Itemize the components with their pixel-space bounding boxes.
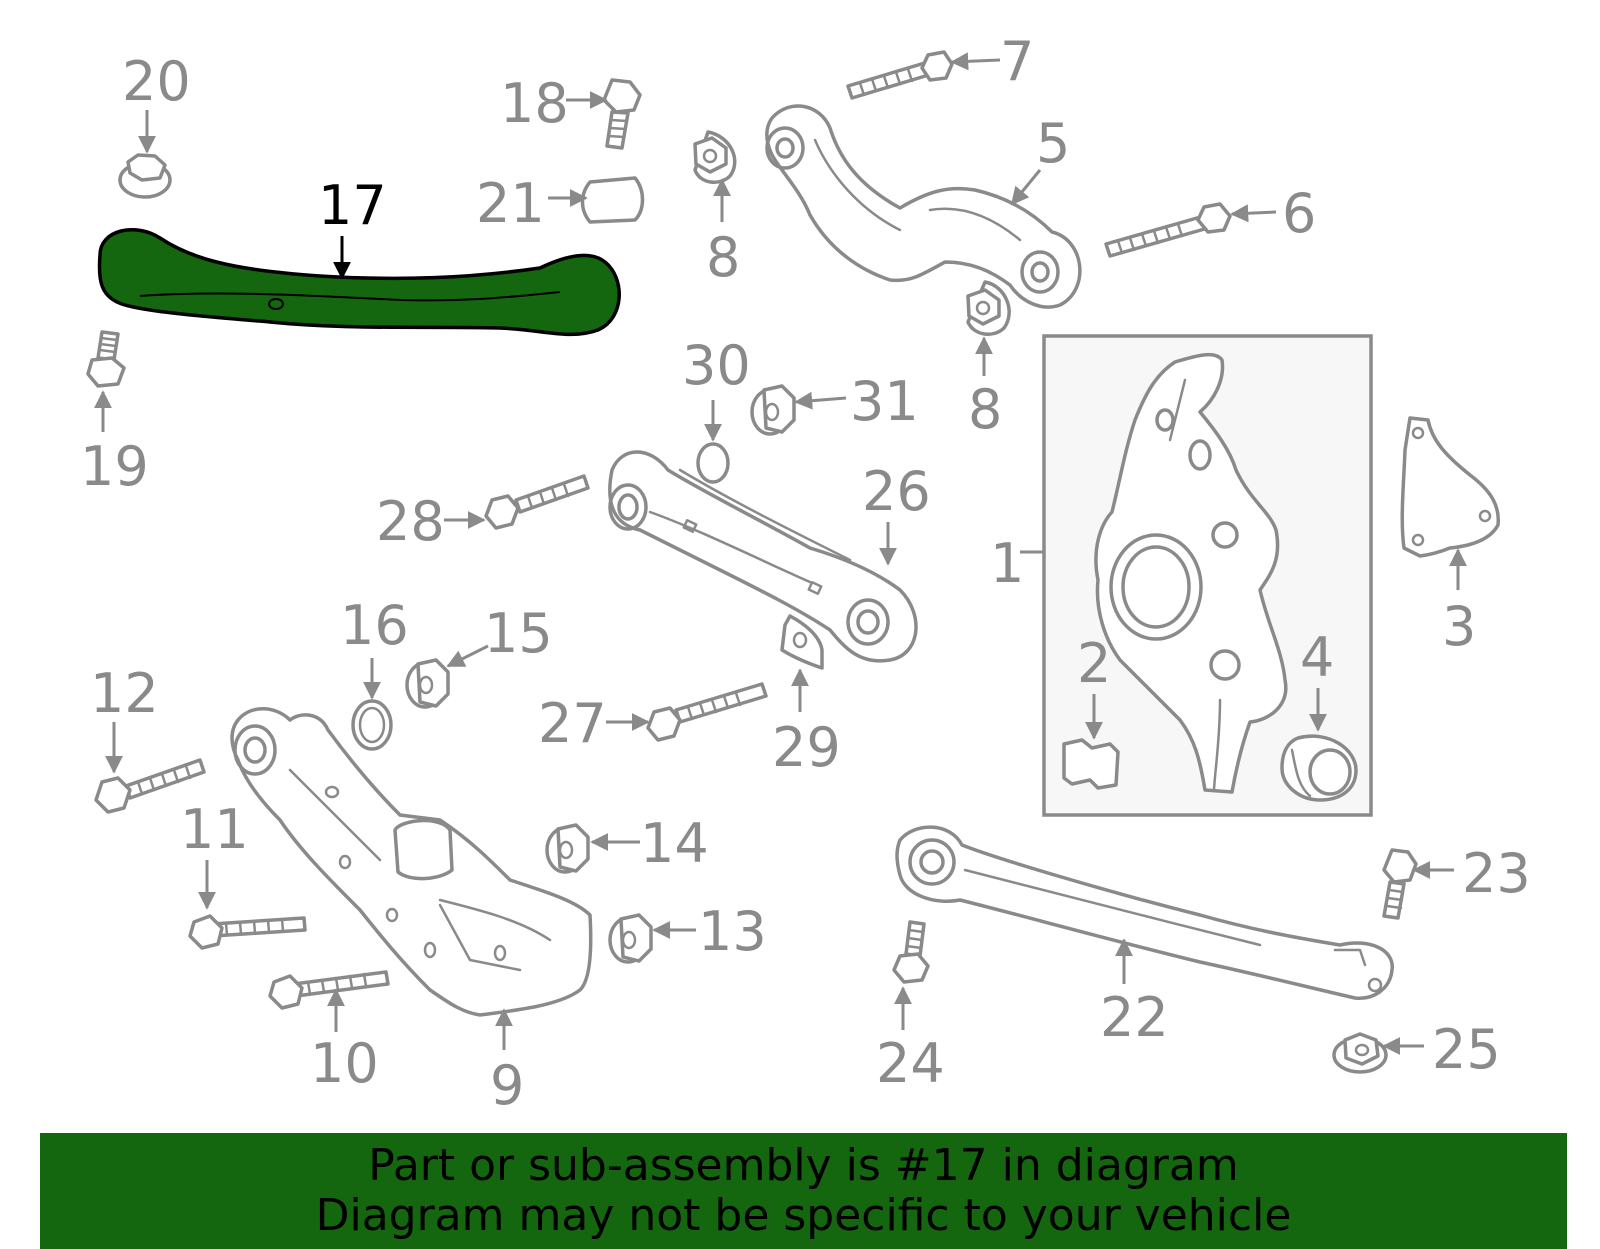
part-20-nut[interactable] [118, 153, 172, 199]
part-8-nut-upper[interactable] [693, 130, 737, 184]
info-banner: Part or sub-assembly is #17 in diagram D… [40, 1133, 1567, 1249]
callout-4: 4 [1300, 626, 1334, 689]
callout-29: 29 [772, 716, 841, 779]
callout-30: 30 [682, 334, 751, 397]
callout-26: 26 [862, 460, 931, 523]
callout-11: 11 [180, 798, 249, 861]
part-31-nut[interactable] [750, 384, 796, 436]
part-23-bolt[interactable] [1382, 848, 1418, 920]
part-27-bolt[interactable] [646, 682, 768, 742]
part-2-bushing[interactable] [1062, 738, 1120, 790]
part-11-bolt[interactable] [188, 914, 307, 950]
callout-7: 7 [1000, 30, 1034, 93]
part-21-bushing[interactable] [580, 176, 645, 224]
part-6-bolt[interactable] [1104, 202, 1232, 258]
part-14-nut[interactable] [545, 823, 590, 874]
callout-22: 22 [1100, 986, 1169, 1049]
part-17-lateral-link[interactable] [97, 228, 621, 337]
part-22-link[interactable] [895, 825, 1394, 1000]
part-5-upper-arm[interactable] [765, 104, 1082, 309]
callout-21: 21 [476, 172, 545, 235]
callout-2: 2 [1077, 632, 1111, 695]
part-24-bolt[interactable] [892, 920, 930, 984]
callout-10: 10 [310, 1032, 379, 1095]
callout-13: 13 [698, 900, 767, 963]
part-29-bracket[interactable] [780, 614, 824, 670]
callout-31: 31 [850, 370, 919, 433]
part-7-bolt[interactable] [846, 50, 954, 100]
part-13-nut[interactable] [608, 913, 653, 964]
part-26-lower-arm[interactable] [608, 450, 918, 663]
callout-24: 24 [876, 1032, 945, 1095]
callout-25: 25 [1432, 1018, 1501, 1081]
callout-1: 1 [990, 532, 1024, 595]
callout-16: 16 [340, 594, 409, 657]
callout-17: 17 [318, 174, 387, 237]
callout-9: 9 [490, 1054, 524, 1117]
callout-8-upper: 8 [706, 226, 740, 289]
part-8-nut-lower[interactable] [966, 280, 1011, 336]
callout-19: 19 [80, 435, 149, 498]
part-28-bolt[interactable] [484, 474, 590, 530]
callout-28: 28 [376, 490, 445, 553]
callout-3: 3 [1442, 595, 1476, 658]
banner-line-part: Part or sub-assembly is #17 in diagram [368, 1140, 1239, 1191]
callout-14: 14 [640, 812, 709, 875]
callout-5: 5 [1036, 112, 1070, 175]
callout-23: 23 [1462, 842, 1531, 905]
callout-27: 27 [538, 692, 607, 755]
callout-18: 18 [500, 72, 569, 135]
part-9-subframe[interactable] [230, 707, 593, 1017]
part-10-bolt[interactable] [268, 970, 390, 1010]
part-18-bolt[interactable] [602, 78, 642, 150]
part-19-bolt[interactable] [86, 330, 126, 388]
part-12-bolt[interactable] [94, 758, 206, 814]
part-15-nut[interactable] [405, 658, 450, 709]
callout-20: 20 [122, 50, 191, 113]
callout-labels: 17 20 19 18 21 8 7 5 6 8 1 3 2 4 30 31 2… [80, 30, 1531, 1117]
part-25-nut[interactable] [1332, 1032, 1388, 1074]
callout-8-lower: 8 [968, 378, 1002, 441]
part-16-washer[interactable] [351, 699, 393, 751]
leader-lines [94, 52, 1467, 1055]
banner-line-disclaimer: Diagram may not be specific to your vehi… [315, 1190, 1292, 1241]
part-4-bushing[interactable] [1280, 734, 1358, 802]
part-3-plate[interactable] [1400, 416, 1500, 558]
callout-6: 6 [1282, 182, 1316, 245]
part-30-washer[interactable] [696, 442, 730, 484]
callout-15: 15 [484, 602, 553, 665]
callout-12: 12 [90, 662, 159, 725]
